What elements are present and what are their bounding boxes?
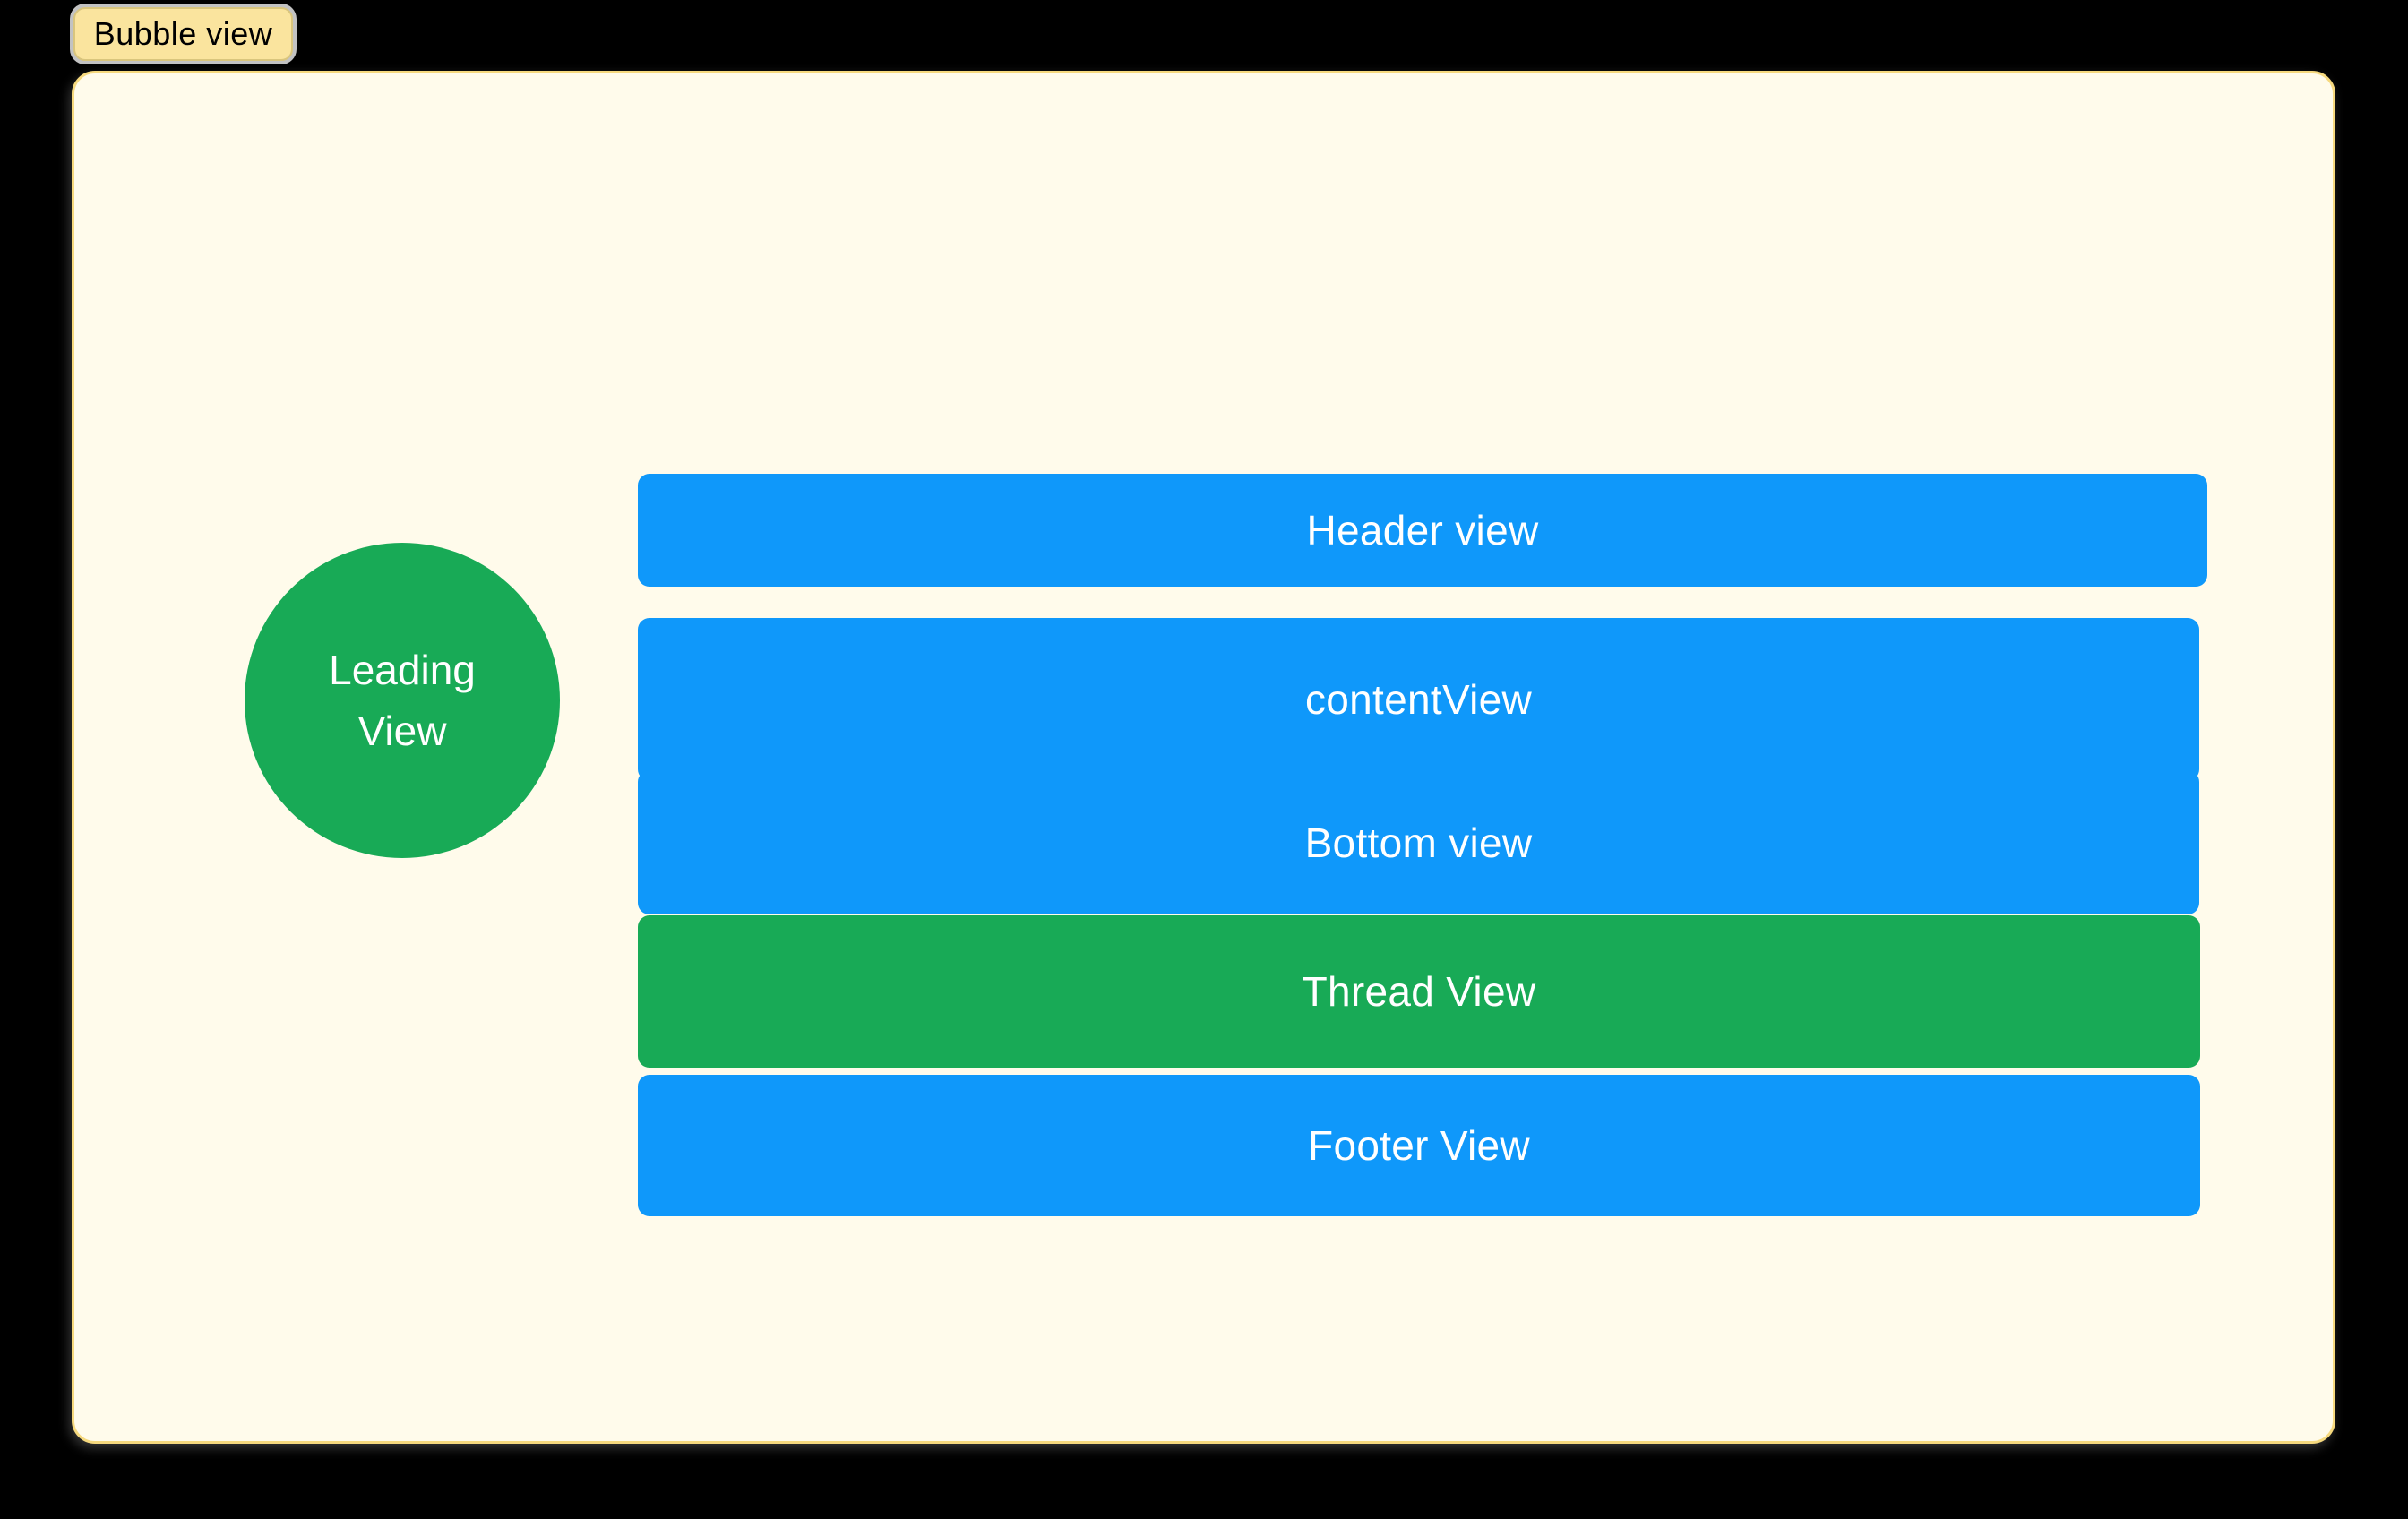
- header-view-bar: Header view: [638, 474, 2207, 587]
- footer-view-bar: Footer View: [638, 1075, 2200, 1216]
- leading-view-label-line2: View: [357, 708, 447, 754]
- footer-view-label: Footer View: [1308, 1122, 1530, 1169]
- bubble-view-tab-label: Bubble view: [93, 15, 273, 52]
- content-view-label: contentView: [1304, 676, 1533, 723]
- bottom-view-label: Bottom view: [1304, 819, 1533, 866]
- bubble-view-tab[interactable]: Bubble view: [73, 7, 293, 61]
- thread-view-bar: Thread View: [638, 915, 2200, 1068]
- content-view-block: contentView: [638, 618, 2199, 781]
- leading-view-label-line1: Leading: [329, 647, 476, 693]
- bottom-view-block: Bottom view: [638, 770, 2199, 914]
- thread-view-label: Thread View: [1302, 968, 1536, 1015]
- header-view-label: Header view: [1306, 507, 1539, 554]
- leading-view-circle: Leading View: [245, 543, 560, 858]
